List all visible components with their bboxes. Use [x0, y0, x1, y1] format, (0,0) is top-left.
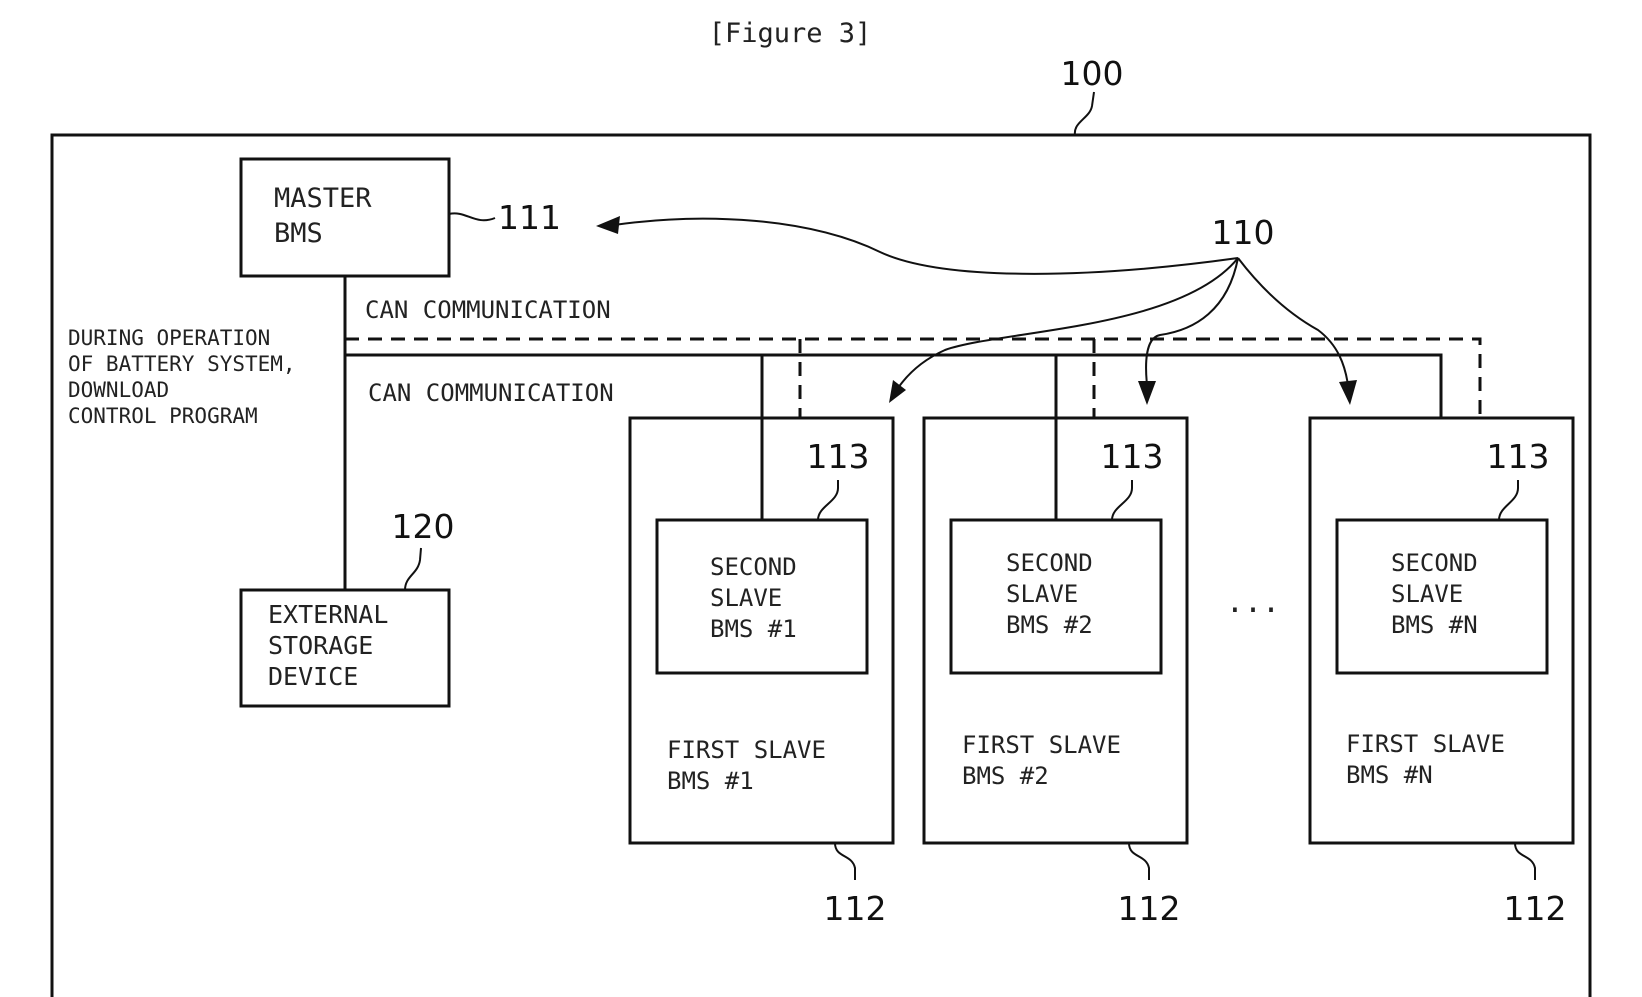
arrowhead-group-2 — [1138, 381, 1156, 405]
first-slave-2-line1: FIRST SLAVE — [962, 731, 1121, 759]
download-note-line4: CONTROL PROGRAM — [68, 404, 258, 428]
master-bms-box — [241, 159, 449, 276]
download-note-line3: DOWNLOAD — [68, 378, 169, 402]
arrowhead-group-n — [1339, 380, 1357, 405]
leader-112-2 — [1129, 843, 1149, 880]
slave-group-2: SECOND SLAVE BMS #2 FIRST SLAVE BMS #2 1… — [924, 339, 1187, 928]
second-slave-2-line1: SECOND — [1006, 549, 1093, 577]
arrowhead-group-1 — [889, 380, 906, 403]
ref-label-113-1: 113 — [807, 437, 870, 476]
leader-111 — [449, 213, 495, 220]
first-slave-n-line1: FIRST SLAVE — [1346, 730, 1505, 758]
second-slave-1-line1: SECOND — [710, 553, 797, 581]
second-slave-2-line2: SLAVE — [1006, 580, 1078, 608]
can-communication-upper-label: CAN COMMUNICATION — [365, 296, 611, 324]
download-note-line2: OF BATTERY SYSTEM, — [68, 352, 296, 376]
first-slave-n-line2: BMS #N — [1346, 761, 1433, 789]
second-slave-1-line2: SLAVE — [710, 584, 782, 612]
external-storage-line3: DEVICE — [268, 662, 358, 691]
ref-label-113-2: 113 — [1101, 437, 1164, 476]
ref-label-112-1: 112 — [824, 889, 887, 928]
ref-label-113-n: 113 — [1487, 437, 1550, 476]
ellipsis: ... — [1226, 585, 1280, 620]
external-storage-line2: STORAGE — [268, 631, 373, 660]
ref-label-120: 120 — [392, 507, 455, 546]
ref-label-112-n: 112 — [1504, 889, 1567, 928]
leader-112-1 — [835, 843, 855, 880]
pointer-110-to-group-1 — [898, 258, 1238, 388]
second-slave-n-line1: SECOND — [1391, 549, 1478, 577]
arrowhead-master — [596, 216, 620, 234]
first-slave-1-line1: FIRST SLAVE — [667, 736, 826, 764]
first-slave-1-line2: BMS #1 — [667, 767, 754, 795]
leader-112-n — [1515, 843, 1535, 880]
pointer-110-to-master — [614, 219, 1238, 274]
pointer-110-to-group-n — [1238, 258, 1348, 385]
ref-label-100: 100 — [1061, 54, 1124, 93]
second-slave-n-line2: SLAVE — [1391, 580, 1463, 608]
master-bms-line1: MASTER — [274, 183, 372, 214]
ref-label-110: 110 — [1212, 213, 1275, 252]
external-storage-line1: EXTERNAL — [268, 600, 388, 629]
ref-label-112-2: 112 — [1118, 889, 1181, 928]
slave-group-1: SECOND SLAVE BMS #1 FIRST SLAVE BMS #1 1… — [630, 339, 893, 928]
can-communication-lower-label: CAN COMMUNICATION — [368, 379, 614, 407]
second-slave-n-line3: BMS #N — [1391, 611, 1478, 639]
download-note-line1: DURING OPERATION — [68, 326, 270, 350]
ref-label-111: 111 — [498, 198, 561, 237]
master-bms-line2: BMS — [274, 218, 323, 249]
leader-100 — [1075, 92, 1094, 135]
first-slave-2-line2: BMS #2 — [962, 762, 1049, 790]
second-slave-2-line3: BMS #2 — [1006, 611, 1093, 639]
leader-120 — [405, 548, 421, 590]
pointer-110-to-group-2 — [1146, 258, 1238, 385]
second-slave-1-line3: BMS #1 — [710, 615, 797, 643]
slave-group-n: SECOND SLAVE BMS #N FIRST SLAVE BMS #N 1… — [1310, 418, 1573, 928]
figure-title: [Figure 3] — [709, 18, 872, 49]
